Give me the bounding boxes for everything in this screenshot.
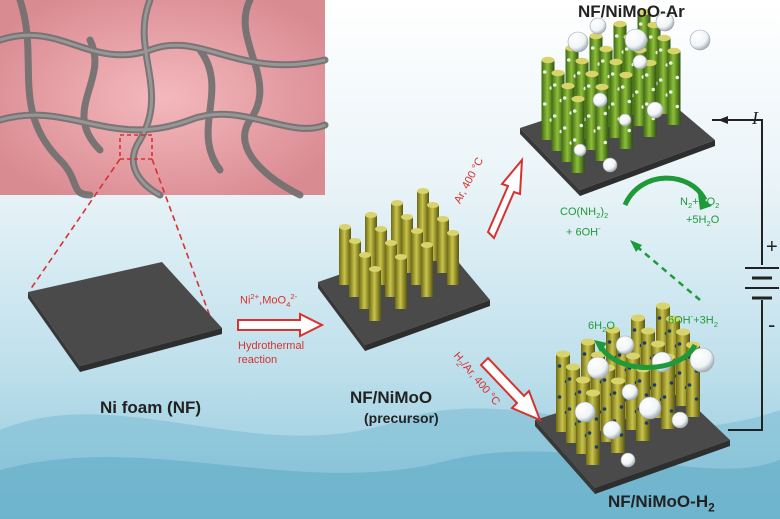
gas-bubbles xyxy=(567,12,715,468)
gas-bubble xyxy=(624,28,648,52)
her-water-label: 6H2O xyxy=(588,320,615,335)
battery-plus-label: + xyxy=(766,236,778,258)
gas-bubble xyxy=(573,143,587,157)
urea-label: CO(NH2)2 xyxy=(560,206,609,221)
gas-bubble xyxy=(621,383,639,401)
ni-foam-sem-image xyxy=(0,0,329,199)
zoom-line-left xyxy=(29,158,121,291)
current-arrowhead xyxy=(718,116,728,124)
nanorod xyxy=(551,69,565,151)
nf-nimoo-ar-nanorods xyxy=(541,8,681,173)
gas-bubble xyxy=(671,411,689,429)
nanorod xyxy=(541,56,555,140)
ar-anneal-arrow xyxy=(486,157,524,240)
her-cycle-arrow xyxy=(597,343,698,370)
gas-bubble xyxy=(638,396,662,420)
precursor-note-label: (precursor) xyxy=(364,410,439,426)
uor-cycle-arrow xyxy=(622,175,708,207)
nanorod xyxy=(395,254,407,309)
nanorod xyxy=(657,34,671,114)
reaction-label: reaction xyxy=(238,354,278,366)
gas-bubble xyxy=(602,420,622,440)
hydrothermal-arrow xyxy=(237,312,325,338)
current-label: I xyxy=(752,108,758,128)
uor-cycle-arrowhead xyxy=(698,194,712,210)
gas-bubble xyxy=(632,54,648,70)
gas-bubble xyxy=(574,401,596,423)
hydroxide-label: + 6OH- xyxy=(566,224,601,239)
her-cycle-arrowhead xyxy=(594,340,607,352)
nanorod xyxy=(369,266,381,321)
gas-bubble xyxy=(646,101,664,119)
gas-bubble xyxy=(592,92,608,108)
nanorod xyxy=(643,59,657,137)
gas-bubble xyxy=(689,29,711,51)
uor-water-label: +5H2O xyxy=(686,214,720,229)
nf-nimoo-ar-label: NF/NiMoO-Ar xyxy=(578,2,685,21)
nanorod xyxy=(411,228,423,285)
zoom-line-right xyxy=(151,158,216,331)
gas-bubble xyxy=(589,17,607,35)
nf-nimoo-h2-label: NF/NiMoO-H2 xyxy=(608,492,715,515)
nanorod xyxy=(667,47,681,125)
hydrothermal-label: Hydrothermal xyxy=(238,340,305,352)
gas-bubble xyxy=(567,31,589,53)
battery-minus-label: - xyxy=(768,312,776,337)
reagents-label: Ni2+,MoO42- xyxy=(240,292,298,309)
nanorod xyxy=(359,252,371,309)
nanorod xyxy=(339,224,351,285)
gas-bubble xyxy=(618,113,632,127)
nanorod xyxy=(571,95,585,173)
nanorod xyxy=(586,389,600,465)
hydroxide-migration-arrowhead xyxy=(630,240,642,252)
nanorod xyxy=(437,216,449,273)
gas-bubble xyxy=(689,347,715,373)
gas-bubble xyxy=(620,452,636,468)
zoom-box xyxy=(119,134,153,160)
precursor-name-label: NF/NiMoO xyxy=(350,388,433,407)
nanorod xyxy=(447,230,459,285)
nanorod xyxy=(421,242,433,297)
nanorod xyxy=(385,240,397,297)
precursor-nanorods xyxy=(339,188,459,321)
nanorod xyxy=(349,238,361,297)
nanorod xyxy=(619,71,633,149)
ni-foam-label: Ni foam (NF) xyxy=(100,398,202,417)
ni-foam-plate xyxy=(28,262,222,372)
uor-products-label: N2+CO2 xyxy=(680,196,720,211)
gas-bubble xyxy=(602,157,618,173)
gas-bubble xyxy=(586,356,610,380)
gas-bubble xyxy=(615,335,635,355)
her-products-label: 6OH-+3H2 xyxy=(668,312,718,329)
hydroxide-migration-arrow xyxy=(634,244,701,301)
gas-bubble xyxy=(655,12,675,32)
h2-anneal-arrow xyxy=(479,356,542,422)
